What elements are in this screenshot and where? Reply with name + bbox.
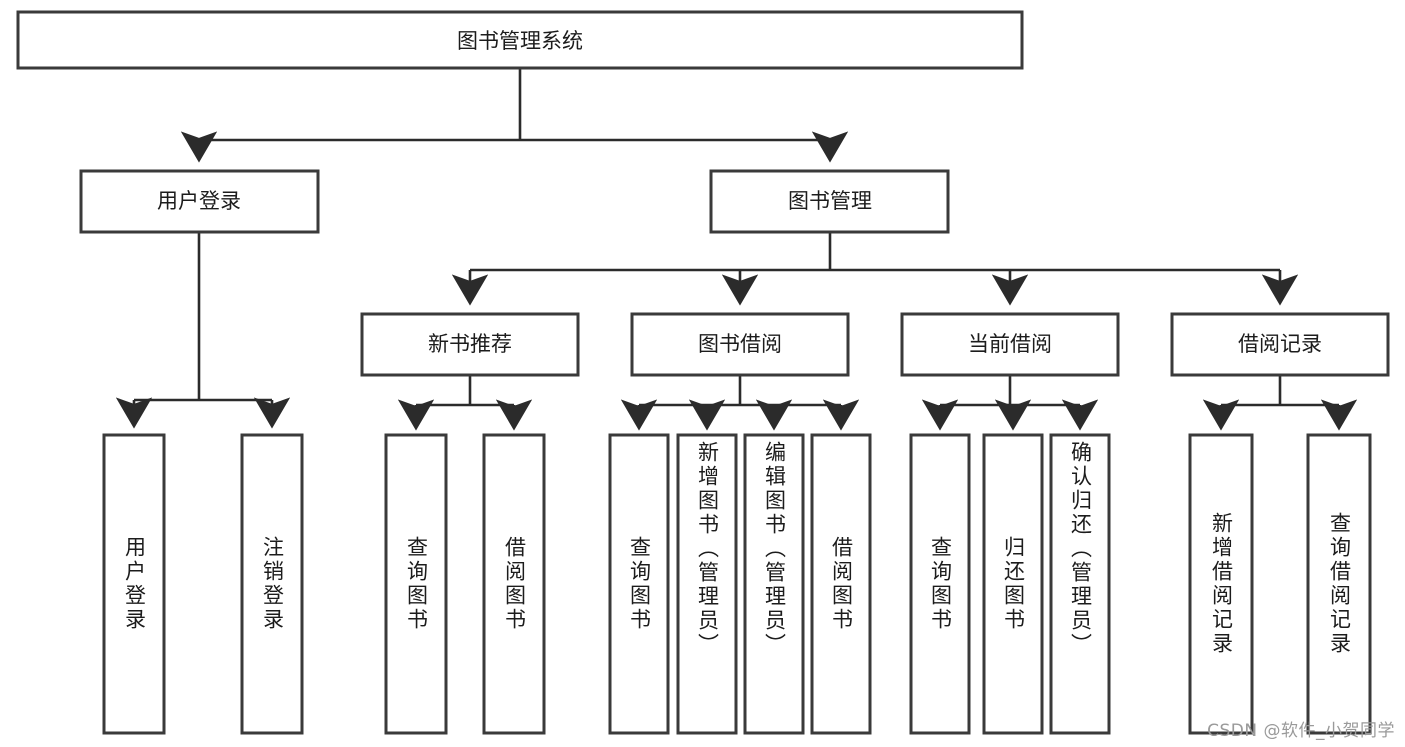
leaf-box-query-record[interactable] [1306, 433, 1372, 735]
leaf-box-user-logout[interactable] [240, 433, 304, 735]
node-root-box[interactable] [16, 10, 1024, 70]
edge-group-current-borrow-to-leaves [921, 375, 1099, 431]
edge-group-root-to-level2 [180, 68, 849, 163]
leaf-box-query-book-current[interactable] [909, 433, 971, 735]
node-new-book-rec[interactable]: 新书推荐 [360, 312, 580, 377]
edge-group-book-manage-to-level3 [451, 232, 1299, 306]
node-book-manage-box[interactable] [709, 169, 950, 234]
edge-group-user-login-to-leaves [115, 232, 291, 429]
leaf-box-add-book[interactable] [676, 433, 738, 735]
leaf-box-return-book[interactable] [982, 433, 1044, 735]
node-borrow-record[interactable]: 借阅记录 [1170, 312, 1390, 377]
leaf-box-query-book-rec[interactable] [384, 433, 448, 735]
node-borrow-record-label: 借阅记录 [1238, 332, 1322, 356]
edge-group-borrow-record-to-leaves [1202, 375, 1358, 431]
watermark-text: CSDN @软件_小贺同学 [1207, 721, 1395, 741]
node-new-book-rec-box[interactable] [360, 312, 580, 377]
node-book-borrow-label: 图书借阅 [698, 332, 782, 356]
edge-group-new-book-rec-to-leaves [397, 375, 533, 431]
leaf-boxes [102, 433, 1372, 735]
leaf-box-query-book-borrow[interactable] [608, 433, 670, 735]
leaf-box-user-login[interactable] [102, 433, 166, 735]
node-current-borrow-box[interactable] [900, 312, 1120, 377]
node-book-borrow-box[interactable] [630, 312, 850, 377]
leaf-box-confirm-return[interactable] [1049, 433, 1111, 735]
node-book-borrow[interactable]: 图书借阅 [630, 312, 850, 377]
node-new-book-rec-label: 新书推荐 [428, 332, 512, 356]
leaf-box-edit-book[interactable] [743, 433, 805, 735]
node-root[interactable]: 图书管理系统 [16, 10, 1024, 70]
node-current-borrow[interactable]: 当前借阅 [900, 312, 1120, 377]
node-user-login-label: 用户登录 [157, 189, 241, 213]
leaf-box-borrow-book[interactable] [810, 433, 872, 735]
node-current-borrow-label: 当前借阅 [968, 332, 1052, 356]
node-user-login[interactable]: 用户登录 [79, 169, 320, 234]
edge-group-book-borrow-to-leaves [620, 375, 860, 431]
node-borrow-record-box[interactable] [1170, 312, 1390, 377]
leaf-box-borrow-book-rec[interactable] [482, 433, 546, 735]
leaf-box-add-record[interactable] [1188, 433, 1254, 735]
node-book-manage-label: 图书管理 [788, 189, 872, 213]
node-root-label: 图书管理系统 [457, 29, 583, 53]
node-book-manage[interactable]: 图书管理 [709, 169, 950, 234]
node-user-login-box[interactable] [79, 169, 320, 234]
